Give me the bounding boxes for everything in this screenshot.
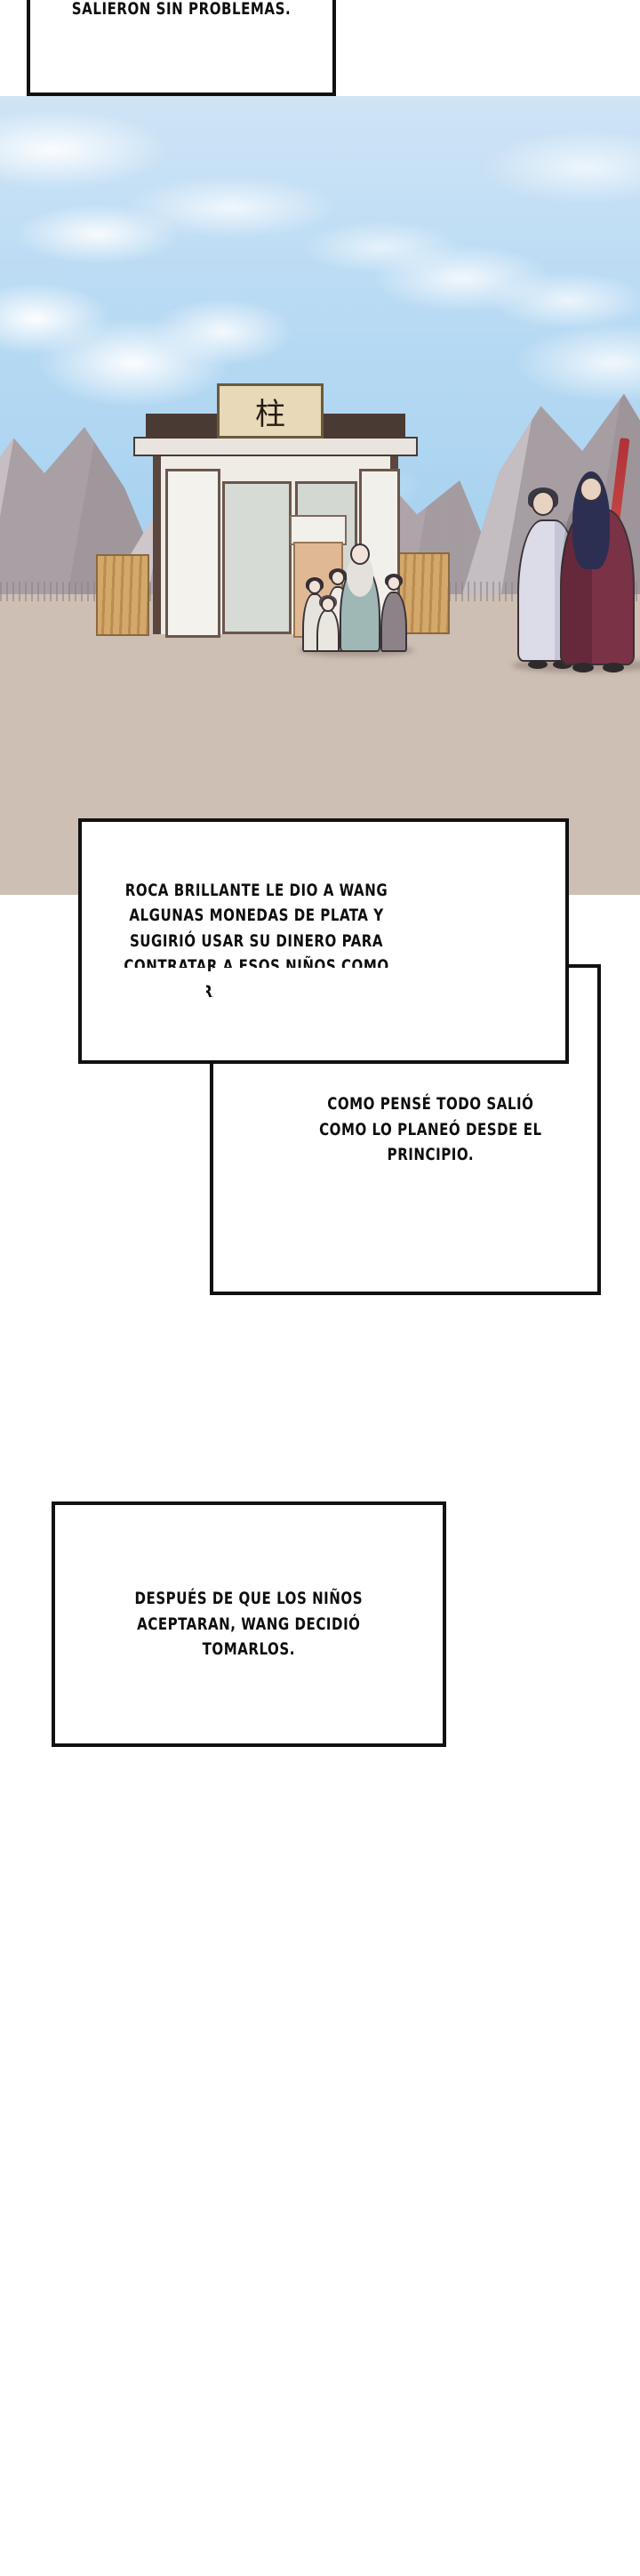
art-panel-street-scene: 柱 — [0, 96, 640, 895]
figure-maroon-robed-warrior — [560, 438, 636, 672]
shop-window-2 — [222, 481, 292, 634]
caption-overlap-mask-inner — [213, 968, 565, 1060]
shop-sign: 柱 — [217, 383, 324, 439]
caption-1-text: SALIERON SIN PROBLEMAS. — [71, 0, 292, 19]
figure-child-4 — [380, 574, 407, 652]
shop-roof — [133, 437, 418, 456]
shop-sign-text: 柱 — [255, 396, 285, 432]
caption-box-1: SALIERON SIN PROBLEMAS. — [27, 0, 336, 96]
crate-lid — [290, 515, 347, 545]
caption-overlap-mask-left — [82, 968, 206, 1060]
figure-child-3 — [316, 595, 340, 652]
figure-elder-teal-robe — [338, 543, 382, 652]
caption-4-text: DESPUÉS DE QUE LOS NIÑOS ACEPTARAN, WANG… — [134, 1589, 364, 1660]
shop-window-1 — [165, 469, 220, 638]
caption-3-text: COMO PENSÉ TODO SALIÓ COMO LO PLANEÓ DES… — [318, 1094, 542, 1165]
bamboo-fence-left — [96, 554, 149, 636]
caption-box-4: DESPUÉS DE QUE LOS NIÑOS ACEPTARAN, WANG… — [52, 1501, 446, 1747]
